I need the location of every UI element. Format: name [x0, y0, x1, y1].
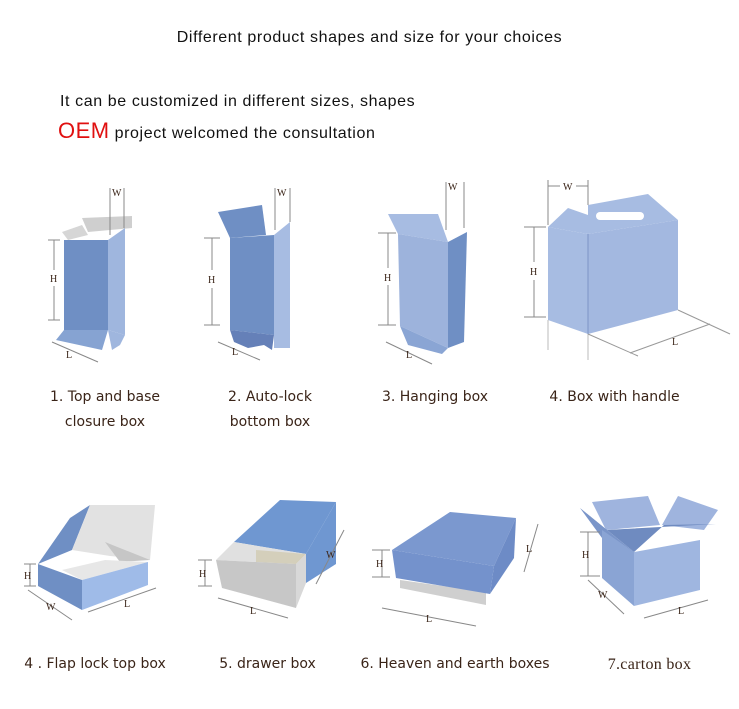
- box-label: 2. Auto-lock bottom box: [228, 389, 312, 430]
- oem-consultation-text: project welcomed the consultation: [114, 125, 376, 142]
- customization-text: It can be customized in different sizes,…: [60, 93, 416, 110]
- svg-text:L: L: [406, 350, 412, 361]
- box-label: 5. drawer box: [219, 656, 316, 672]
- svg-text:H: H: [384, 273, 391, 284]
- svg-text:L: L: [124, 599, 130, 610]
- flap-lock-top-box-icon: H W L: [24, 505, 157, 621]
- svg-text:H: H: [582, 550, 589, 561]
- svg-text:L: L: [526, 544, 532, 555]
- auto-lock-bottom-box-icon: H W L: [204, 188, 291, 361]
- height-label: H: [50, 274, 57, 285]
- length-label: L: [66, 350, 72, 361]
- svg-text:H: H: [376, 559, 383, 570]
- svg-text:W: W: [448, 182, 458, 193]
- page-title: Different product shapes and size for yo…: [176, 29, 563, 46]
- box-label: 1. Top and base closure box: [49, 389, 161, 430]
- svg-text:L: L: [678, 606, 684, 617]
- svg-text:H: H: [24, 571, 31, 582]
- svg-text:W: W: [277, 188, 287, 199]
- heaven-and-earth-box-icon: H L L: [372, 512, 539, 627]
- svg-text:H: H: [530, 267, 537, 278]
- hanging-box-icon: H W L: [378, 182, 467, 365]
- box-label: 4 . Flap lock top box: [24, 656, 166, 672]
- svg-text:W: W: [598, 590, 608, 601]
- box-with-handle: L H W 4. Box with handle: [510, 170, 739, 420]
- svg-text:L: L: [250, 606, 256, 617]
- svg-text:H: H: [199, 569, 206, 580]
- box-carton: H W L 7.carton box: [560, 480, 739, 690]
- box-heaven-and-earth: H L L 6. Heaven and earth boxes: [360, 480, 560, 690]
- box-label: 6. Heaven and earth boxes: [360, 656, 550, 672]
- svg-text:L: L: [232, 347, 238, 358]
- box-label: 3. Hanging box: [381, 389, 489, 405]
- box-label: 4. Box with handle: [549, 389, 680, 405]
- svg-text:L: L: [426, 614, 432, 625]
- box-hanging: H W L 3. Hanging box: [360, 170, 510, 420]
- box-flap-lock-top: H W L 4 . Flap lock top box: [10, 480, 190, 690]
- box-drawer: H L W 5. drawer box: [190, 480, 370, 690]
- svg-text:H: H: [208, 275, 215, 286]
- carton-box-icon: H W L: [580, 496, 718, 619]
- svg-text:L: L: [672, 337, 678, 348]
- width-label: W: [112, 188, 122, 199]
- svg-text:W: W: [46, 602, 56, 613]
- box-with-handle-icon: L H W: [524, 180, 731, 360]
- svg-text:W: W: [563, 182, 573, 193]
- top-and-base-closure-box-icon: H W L: [48, 188, 132, 363]
- drawer-box-icon: H L W: [198, 500, 345, 619]
- box-top-and-base-closure: H W L 1. Top and base closure box: [20, 180, 190, 440]
- oem-badge: OEM: [58, 118, 110, 143]
- box-label: 7.carton box: [607, 656, 692, 673]
- svg-text:W: W: [326, 550, 336, 561]
- box-auto-lock-bottom: H W L 2. Auto-lock bottom box: [190, 180, 360, 440]
